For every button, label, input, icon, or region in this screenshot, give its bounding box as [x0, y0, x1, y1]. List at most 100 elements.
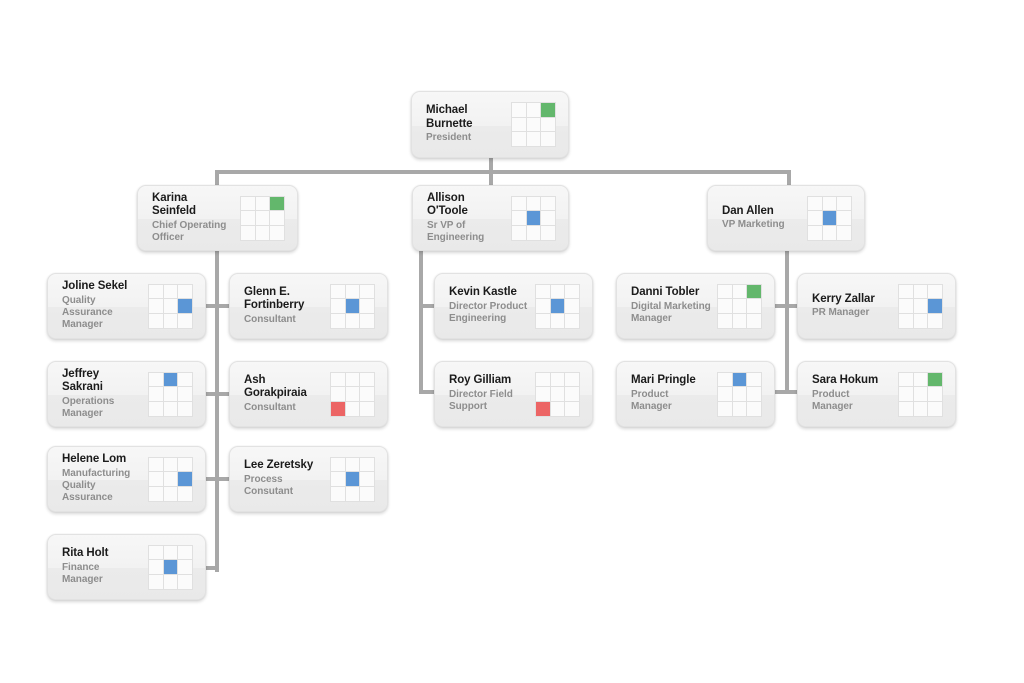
status-cell-active-blue [178, 472, 192, 486]
employee-title: Director Field Support [449, 388, 513, 413]
status-cell-empty [149, 372, 163, 387]
status-cell-empty [149, 545, 163, 560]
status-grid-icon[interactable] [330, 456, 375, 502]
status-cell-empty [345, 486, 360, 501]
status-cell-empty [149, 387, 163, 401]
status-grid-icon[interactable] [717, 371, 762, 417]
status-cell-empty [360, 284, 374, 299]
status-cell-empty [149, 299, 163, 313]
connector-karina-row4-left [203, 566, 219, 570]
status-cell-empty [565, 299, 579, 313]
status-cell-empty [178, 560, 192, 574]
status-cell-empty [565, 387, 579, 401]
status-cell-empty [913, 299, 928, 313]
node-text-column: Kerry Zallar PR Manager [812, 293, 898, 320]
employee-title: Operations Manager [62, 395, 115, 419]
status-grid-icon[interactable] [807, 195, 852, 241]
status-cell-empty [565, 401, 579, 416]
employee-title: PR Manager [812, 307, 870, 319]
employee-name: Kerry Zallar [812, 292, 875, 305]
employee-name: Mari Pringle [631, 374, 696, 387]
status-grid-icon[interactable] [330, 371, 375, 417]
status-grid-icon[interactable] [148, 544, 193, 590]
status-cell-empty [913, 387, 928, 401]
status-cell-active-blue [550, 299, 565, 313]
status-cell-empty [178, 372, 192, 387]
status-grid-icon[interactable] [535, 283, 580, 329]
status-cell-empty [163, 387, 178, 401]
status-grid-icon[interactable] [511, 102, 556, 147]
employee-title: Finance Manager [62, 561, 103, 586]
status-cell-empty [550, 313, 565, 328]
status-cell-empty [536, 387, 550, 401]
status-cell-active-blue [178, 299, 192, 313]
status-cell-empty [178, 545, 192, 560]
status-cell-empty [149, 486, 163, 501]
employee-name: Joline Sekel [62, 280, 128, 293]
status-grid-icon[interactable] [148, 283, 193, 329]
connector-drop-dan [787, 170, 791, 186]
status-grid-icon[interactable] [898, 371, 943, 417]
status-cell-empty [345, 387, 360, 401]
status-cell-empty [837, 211, 851, 225]
status-cell-active-blue [163, 560, 178, 574]
status-cell-empty [808, 196, 822, 211]
status-grid-icon[interactable] [898, 283, 943, 329]
connector-dan-row2-right [785, 390, 799, 394]
org-node-kerry-zallar[interactable]: Kerry Zallar PR Manager [797, 273, 956, 339]
status-grid-icon[interactable] [330, 283, 375, 329]
employee-title: Consultant [244, 313, 296, 325]
status-cell-empty [913, 401, 928, 416]
status-cell-empty [360, 299, 374, 313]
status-grid-icon[interactable] [148, 456, 193, 502]
employee-name: Helene Lom [62, 453, 127, 466]
status-grid-icon[interactable] [240, 195, 285, 241]
status-cell-empty [360, 401, 374, 416]
employee-name: Kevin Kastle [449, 286, 517, 299]
status-grid-icon[interactable] [535, 371, 580, 417]
status-cell-empty [899, 299, 913, 313]
status-cell-empty [331, 472, 345, 486]
status-cell-empty [360, 472, 374, 486]
node-content: Kerry Zallar PR Manager [798, 274, 955, 338]
status-cell-empty [331, 486, 345, 501]
employee-name: Ash Gorakpiraia [244, 373, 307, 400]
status-cell-empty [541, 132, 555, 146]
status-grid-icon[interactable] [717, 283, 762, 329]
connector-root-bus [217, 170, 789, 174]
status-cell-empty [178, 387, 192, 401]
status-cell-empty [360, 486, 374, 501]
status-grid-icon[interactable] [511, 195, 556, 241]
status-cell-empty [241, 211, 255, 225]
status-cell-empty [241, 225, 255, 240]
status-cell-active-red [331, 401, 345, 416]
status-cell-empty [718, 372, 732, 387]
status-grid-icon[interactable] [148, 371, 193, 417]
